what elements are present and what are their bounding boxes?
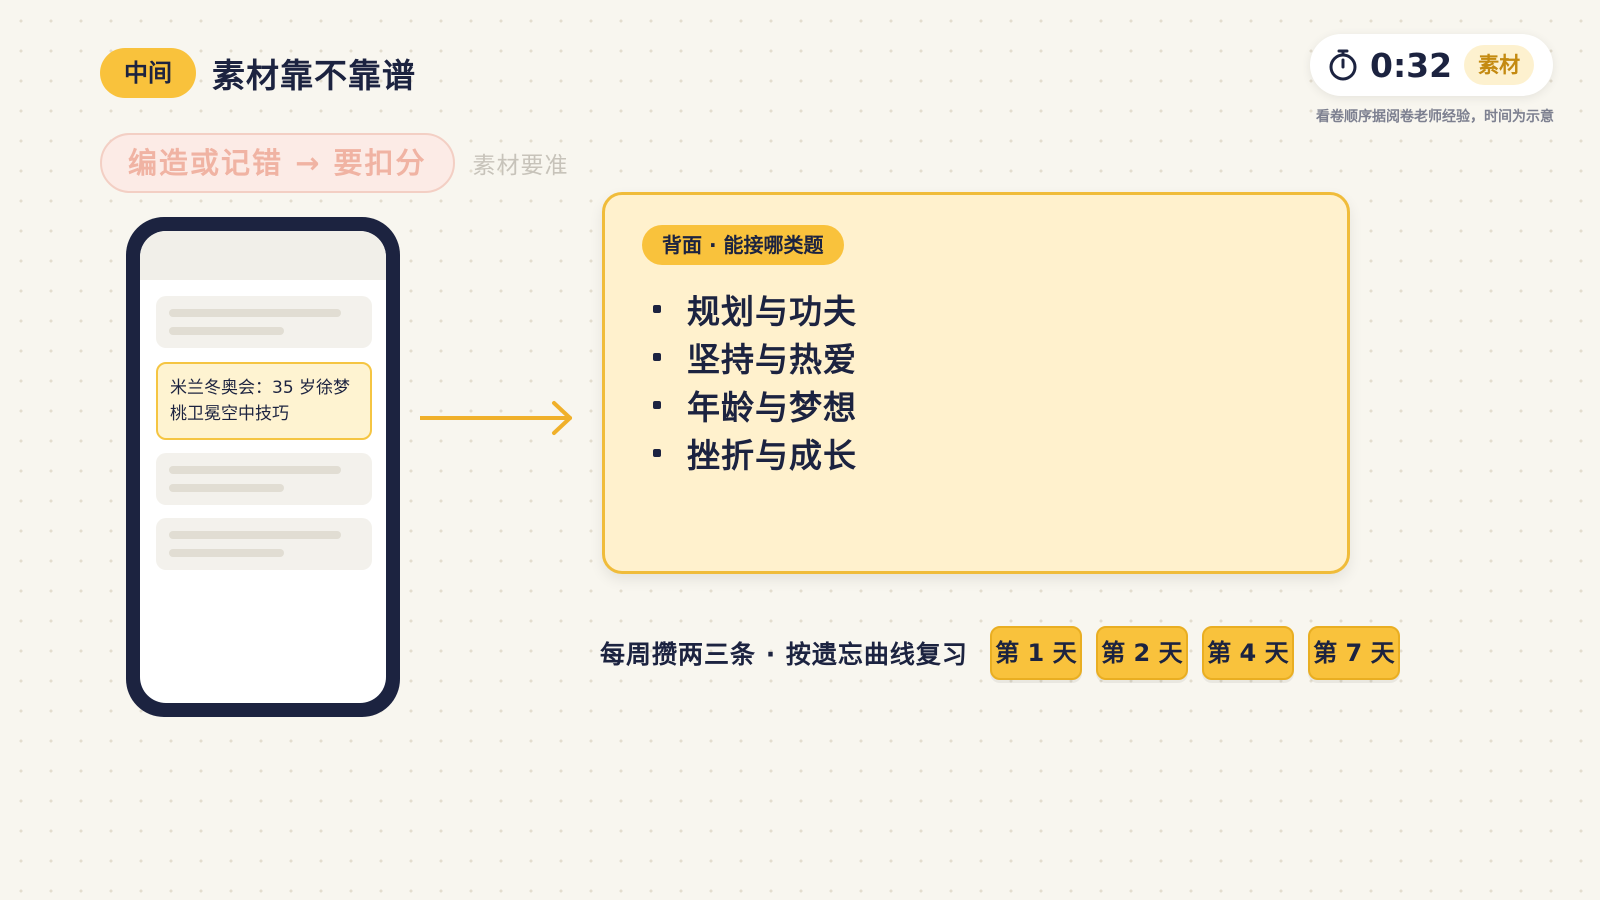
phone-topbar [140, 231, 386, 280]
day-chip: 第 4 天 [1201, 626, 1294, 680]
bullet-icon [653, 305, 661, 313]
topic-item: 年龄与梦想 [653, 381, 857, 429]
placeholder-line [169, 484, 284, 492]
placeholder-card [156, 518, 372, 570]
stopwatch-icon [1329, 49, 1357, 81]
topic-item: 规划与功夫 [653, 285, 857, 333]
review-schedule: 每周攒两三条 · 按遗忘曲线复习 第 1 天 第 2 天 第 4 天 第 7 天 [600, 626, 1414, 680]
topic-label: 规划与功夫 [687, 292, 857, 331]
topic-label: 年龄与梦想 [687, 388, 857, 427]
phone-screen: 米兰冬奥会：35 岁徐梦桃卫冕空中技巧 [140, 231, 386, 703]
topic-label: 挫折与成长 [687, 436, 857, 475]
page-title: 素材靠不靠谱 [212, 56, 416, 95]
phone-mockup: 米兰冬奥会：35 岁徐梦桃卫冕空中技巧 [126, 217, 400, 717]
placeholder-card [156, 453, 372, 505]
warning-pill: 编造或记错 → 要扣分 [100, 133, 455, 193]
day-chip: 第 2 天 [1095, 626, 1188, 680]
review-label: 每周攒两三条 · 按遗忘曲线复习 [600, 640, 968, 669]
card-tag: 背面 · 能接哪类题 [642, 225, 844, 265]
section-pill: 中间 [100, 48, 196, 98]
topic-list: 规划与功夫 坚持与热爱 年龄与梦想 挫折与成长 [653, 285, 857, 477]
placeholder-line [169, 549, 284, 557]
placeholder-line [169, 531, 341, 539]
bullet-icon [653, 401, 661, 409]
placeholder-line [169, 309, 341, 317]
placeholder-card [156, 296, 372, 348]
timer-card: 0:32 素材 [1310, 34, 1553, 96]
topic-item: 坚持与热爱 [653, 333, 857, 381]
bullet-icon [653, 353, 661, 361]
highlighted-note-card: 米兰冬奥会：35 岁徐梦桃卫冕空中技巧 [156, 362, 372, 440]
placeholder-line [169, 466, 341, 474]
topic-label: 坚持与热爱 [687, 340, 857, 379]
day-chip: 第 1 天 [989, 626, 1082, 680]
timer-tag: 素材 [1464, 45, 1535, 85]
placeholder-line [169, 327, 284, 335]
flashcard-back: 背面 · 能接哪类题 规划与功夫 坚持与热爱 年龄与梦想 挫折与成长 [602, 192, 1350, 574]
arrow-right-icon [420, 401, 572, 435]
warning-row: 编造或记错 → 要扣分 素材要准 [100, 133, 569, 193]
timer-time: 0:32 [1370, 45, 1453, 85]
day-chip: 第 7 天 [1307, 626, 1400, 680]
warning-note: 素材要准 [472, 153, 569, 179]
topic-item: 挫折与成长 [653, 429, 857, 477]
header: 中间 素材靠不靠谱 [100, 48, 416, 98]
bullet-icon [653, 449, 661, 457]
timer-note: 看卷顺序据阅卷老师经验，时间为示意 [1316, 109, 1554, 125]
